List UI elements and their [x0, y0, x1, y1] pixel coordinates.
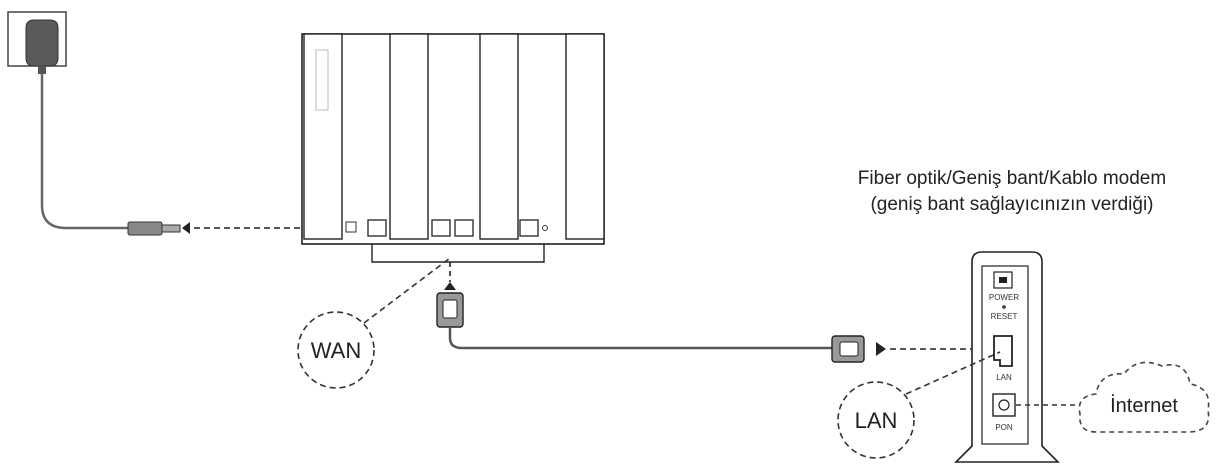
- power-port: [345, 221, 357, 233]
- arrow-power: [182, 222, 190, 234]
- modem-led: [1002, 305, 1006, 309]
- router: [301, 33, 605, 263]
- modem: POWER RESET LAN PON: [954, 251, 1060, 463]
- wan-cable-plug: [436, 292, 464, 328]
- modem-caption-line1: Fiber optik/Geniş bant/Kablo modem: [858, 168, 1166, 189]
- internet-cloud: [1078, 361, 1210, 433]
- modem-lan-port: [993, 335, 1013, 367]
- power-cable: [40, 74, 128, 230]
- adapter-neck: [38, 66, 46, 74]
- router-stand: [371, 244, 545, 263]
- modem-power-label: POWER: [989, 293, 1019, 302]
- lan-callout-circle: [837, 381, 915, 459]
- modem-pon-label: PON: [995, 423, 1013, 432]
- modem-reset-label: RESET: [991, 312, 1018, 321]
- lan-port-2: [454, 219, 474, 237]
- ethernet-cable: [448, 327, 832, 350]
- internet-label: İnternet: [1110, 394, 1178, 417]
- antenna-3: [479, 33, 519, 240]
- arrow-wan: [444, 282, 456, 290]
- lan-port-1: [431, 219, 451, 237]
- lan-cable-plug: [831, 335, 865, 363]
- wan-callout-circle: [297, 311, 375, 389]
- power-adapter: [7, 11, 67, 74]
- power-plug: [127, 221, 181, 236]
- antenna-4: [565, 33, 605, 240]
- modem-pon-port: [992, 393, 1016, 417]
- lan-port-3: [519, 219, 539, 237]
- modem-power-button-core: [999, 277, 1007, 283]
- antenna-2: [389, 33, 429, 240]
- arrow-lan: [876, 342, 886, 356]
- antenna-1: [303, 33, 343, 240]
- wan-callout-label: WAN: [311, 338, 362, 363]
- router-body: [301, 33, 605, 245]
- adapter-body: [25, 19, 59, 67]
- wan-callout-leader: [363, 257, 451, 324]
- reset-hole: [542, 225, 548, 231]
- wan-port: [367, 219, 387, 237]
- antenna-label-strip: [315, 49, 329, 111]
- lan-callout-label: LAN: [855, 408, 898, 433]
- modem-lan-label: LAN: [996, 373, 1012, 382]
- modem-pon-port-core: [998, 399, 1010, 411]
- lan-callout-leader: [905, 351, 1001, 395]
- modem-caption-line2: (geniş bant sağlayıcınızın verdiği): [870, 194, 1153, 215]
